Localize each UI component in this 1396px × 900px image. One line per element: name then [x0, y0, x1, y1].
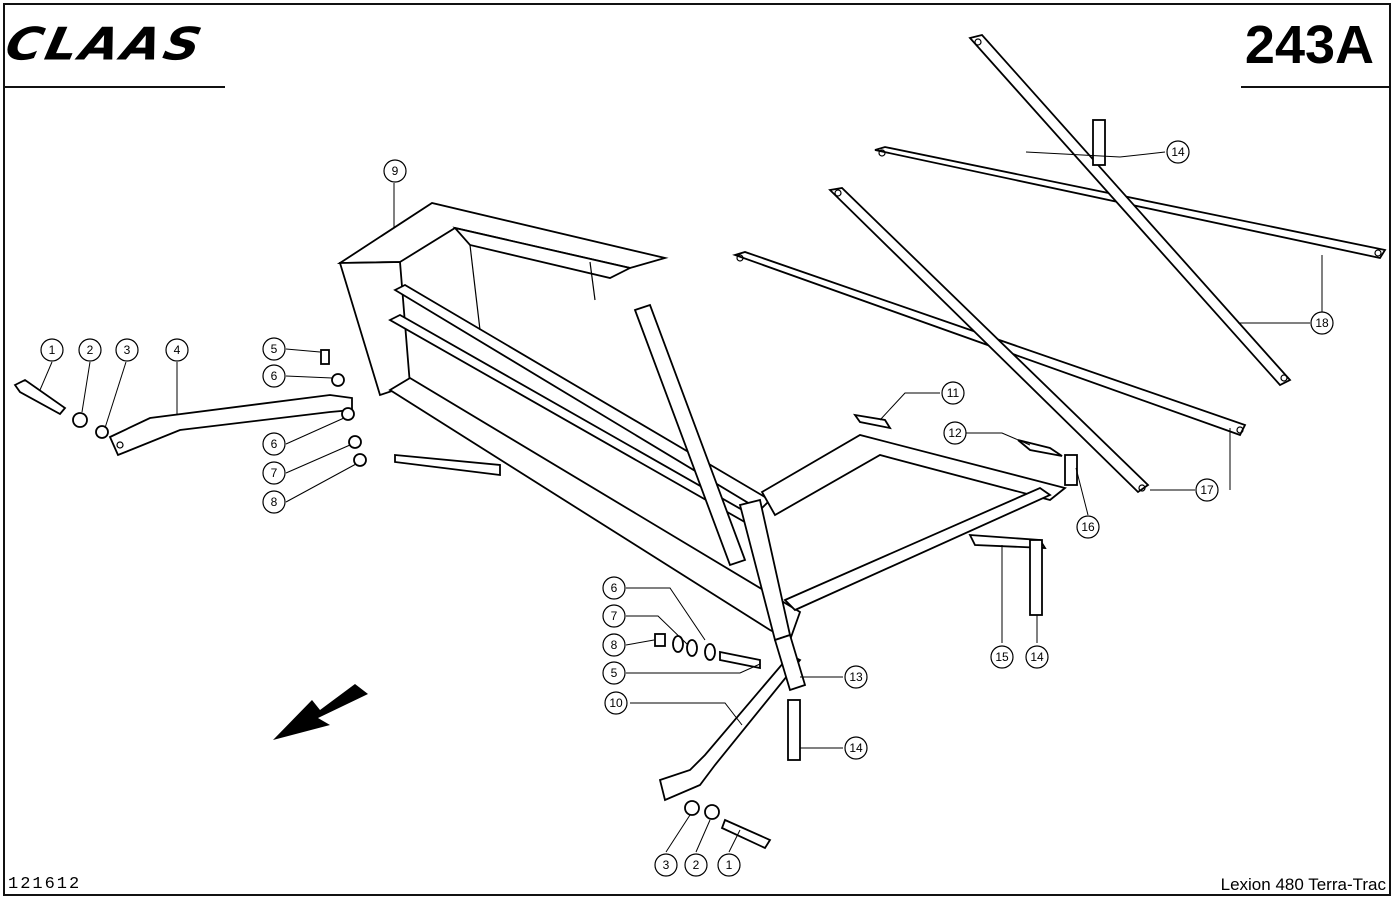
svg-text:2: 2	[87, 343, 94, 357]
svg-text:7: 7	[271, 466, 278, 480]
plates	[853, 413, 1063, 457]
svg-text:12: 12	[948, 426, 962, 440]
callout: 15	[990, 645, 1014, 669]
callout: 5	[602, 661, 626, 685]
callouts: 1 2 3 4 5 6 6 7 8 9 11 12 14 16 17 18 6 …	[40, 140, 1334, 877]
svg-text:1: 1	[726, 858, 733, 872]
svg-text:3: 3	[663, 858, 670, 872]
fasteners-left	[13, 349, 367, 467]
model-name: Lexion 480 Terra-Trac	[1220, 875, 1386, 894]
callout: 9	[383, 159, 407, 183]
callout: 8	[602, 633, 626, 657]
page-number-rule	[1241, 86, 1391, 88]
svg-text:5: 5	[611, 666, 618, 680]
leader-lines	[39, 151, 1323, 853]
svg-text:16: 16	[1081, 520, 1095, 534]
svg-text:4: 4	[174, 343, 181, 357]
callout: 14	[1166, 140, 1190, 164]
svg-text:18: 18	[1315, 316, 1329, 330]
callout: 18	[1310, 311, 1334, 335]
callout: 14	[844, 736, 868, 760]
support-bar-15	[394, 454, 1047, 549]
callout: 8	[262, 490, 286, 514]
callout: 6	[262, 432, 286, 456]
callout: 14	[1025, 645, 1049, 669]
callout: 13	[844, 665, 868, 689]
callout: 11	[941, 381, 965, 405]
svg-text:8: 8	[271, 495, 278, 509]
svg-text:10: 10	[609, 696, 623, 710]
callout: 16	[1076, 515, 1100, 539]
callout: 1	[717, 853, 741, 877]
brand-rule	[3, 86, 225, 88]
support-bar-10	[658, 653, 802, 802]
support-bar-4	[108, 394, 353, 457]
cross-braces	[732, 33, 1387, 494]
callout: 2	[78, 338, 102, 362]
main-frame	[336, 202, 1067, 642]
callout: 3	[654, 853, 678, 877]
svg-text:13: 13	[849, 670, 863, 684]
callout: 3	[115, 338, 139, 362]
callout: 4	[165, 338, 189, 362]
diagram-number: 121612	[8, 875, 82, 894]
callout: 7	[602, 604, 626, 628]
svg-text:6: 6	[271, 369, 278, 383]
svg-text:11: 11	[947, 386, 960, 400]
svg-text:17: 17	[1200, 483, 1214, 497]
fasteners-bottom	[654, 119, 1106, 850]
callout: 12	[943, 421, 967, 445]
svg-text:8: 8	[611, 638, 618, 652]
callout: 2	[684, 853, 708, 877]
svg-text:6: 6	[611, 581, 618, 595]
callout: 6	[602, 576, 626, 600]
support-bar-13	[633, 303, 807, 692]
svg-text:6: 6	[271, 437, 278, 451]
page-number: 243A	[1244, 15, 1374, 75]
svg-text:14: 14	[1171, 145, 1185, 159]
svg-text:14: 14	[849, 741, 863, 755]
page-frame	[3, 3, 1391, 896]
callout: 1	[40, 338, 64, 362]
callout: 17	[1195, 478, 1219, 502]
svg-text:15: 15	[995, 650, 1009, 664]
svg-text:14: 14	[1030, 650, 1044, 664]
svg-text:9: 9	[392, 164, 399, 178]
svg-text:5: 5	[271, 342, 278, 356]
callout: 10	[604, 691, 628, 715]
callout: 7	[262, 461, 286, 485]
svg-text:1: 1	[49, 343, 56, 357]
svg-text:7: 7	[611, 609, 618, 623]
svg-text:2: 2	[693, 858, 700, 872]
callout: 5	[262, 337, 286, 361]
direction-arrow-icon	[273, 684, 368, 740]
svg-text:3: 3	[124, 343, 131, 357]
callout: 6	[262, 364, 286, 388]
